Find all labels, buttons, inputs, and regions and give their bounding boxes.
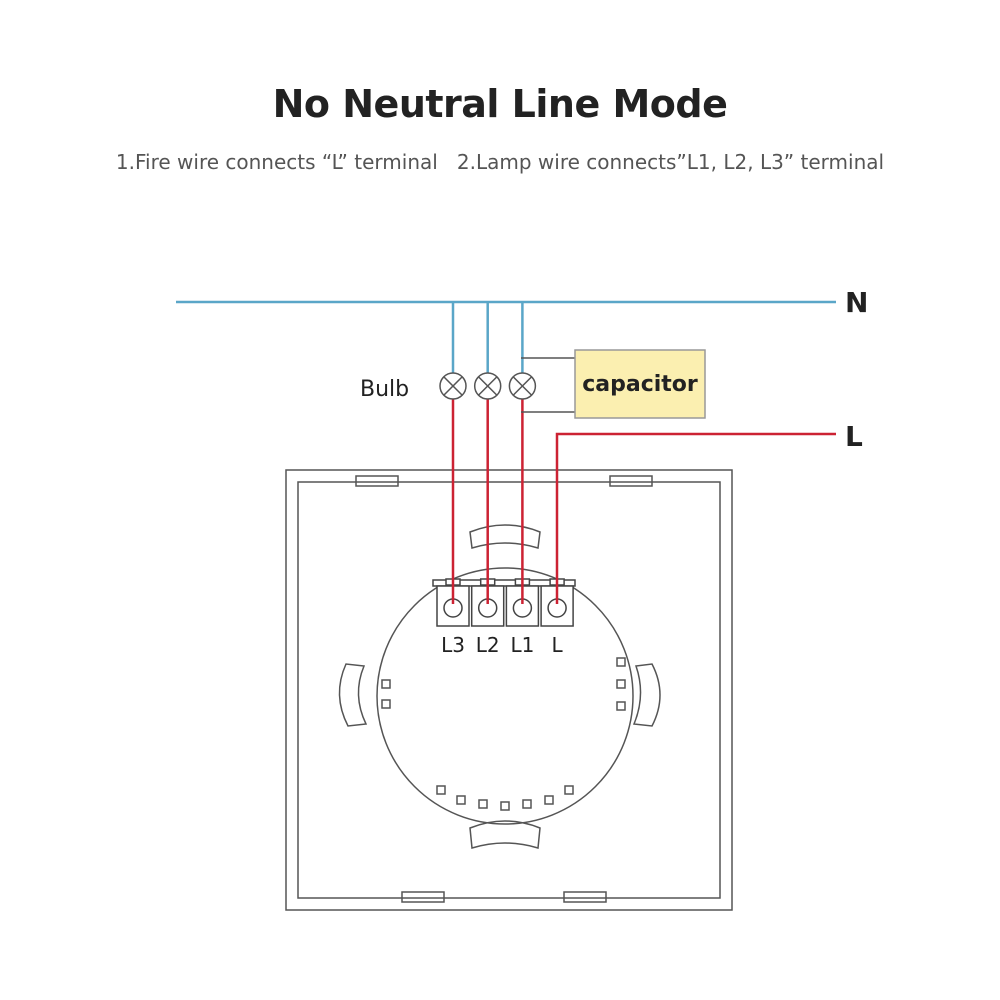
terminal-label-l: L — [552, 633, 564, 657]
page-title: No Neutral Line Mode — [272, 82, 728, 126]
instruction-step-2: 2.Lamp wire connects”L1, L2, L3” termina… — [456, 150, 885, 174]
neutral-label: N — [845, 286, 868, 319]
module-pin — [616, 679, 626, 689]
capacitor-label: capacitor — [582, 372, 698, 397]
top-right-clip — [609, 475, 653, 487]
module-pin — [436, 785, 446, 795]
left-mount-slot — [338, 663, 368, 727]
module-pin — [522, 799, 532, 809]
terminal-label-l2: L2 — [476, 633, 500, 657]
module-pin — [456, 795, 466, 805]
bulb-icon — [473, 372, 502, 400]
instructions: 1.Fire wire connects “L” terminal 2.Lamp… — [0, 150, 1000, 174]
bottom-right-clip — [563, 891, 607, 903]
module-pin — [544, 795, 554, 805]
live-line-wire — [555, 432, 836, 604]
bulbs — [439, 372, 537, 400]
terminal-label-l1: L1 — [510, 633, 534, 657]
terminal-labels: L3 L2 L1 L — [441, 633, 563, 657]
top-mount-slot — [469, 524, 541, 549]
module-pin — [500, 801, 510, 811]
live-label: L — [845, 420, 863, 453]
module-pin — [478, 799, 488, 809]
top-left-clip — [355, 475, 399, 487]
bulb-cross — [512, 376, 532, 396]
terminal-block — [432, 578, 576, 627]
bulb-icon — [439, 372, 467, 400]
plate-outer-frame — [285, 469, 733, 911]
capacitor-box — [574, 349, 706, 419]
switch-plate — [285, 469, 733, 911]
right-mount-slot — [632, 663, 661, 727]
bulb-cross — [478, 376, 498, 396]
module-pin — [381, 699, 391, 709]
bottom-left-clip — [401, 891, 445, 903]
module-pin — [564, 785, 574, 795]
terminal-label-l3: L3 — [441, 633, 465, 657]
neutral-drops — [451, 302, 524, 373]
bottom-mount-slot — [469, 820, 541, 849]
module-pin — [381, 679, 391, 689]
bulb-label: Bulb — [360, 377, 409, 402]
module-pin — [616, 657, 626, 667]
plate-inner-frame — [297, 481, 721, 899]
live-wiring — [555, 432, 836, 604]
capacitor: capacitor — [521, 349, 706, 419]
instruction-step-1: 1.Fire wire connects “L” terminal — [115, 150, 438, 174]
lamp-wires — [451, 399, 524, 604]
bulb-cross — [443, 376, 463, 396]
module-pin — [616, 701, 626, 711]
switch-module-circle — [376, 567, 634, 825]
bulb-icon — [508, 372, 537, 400]
